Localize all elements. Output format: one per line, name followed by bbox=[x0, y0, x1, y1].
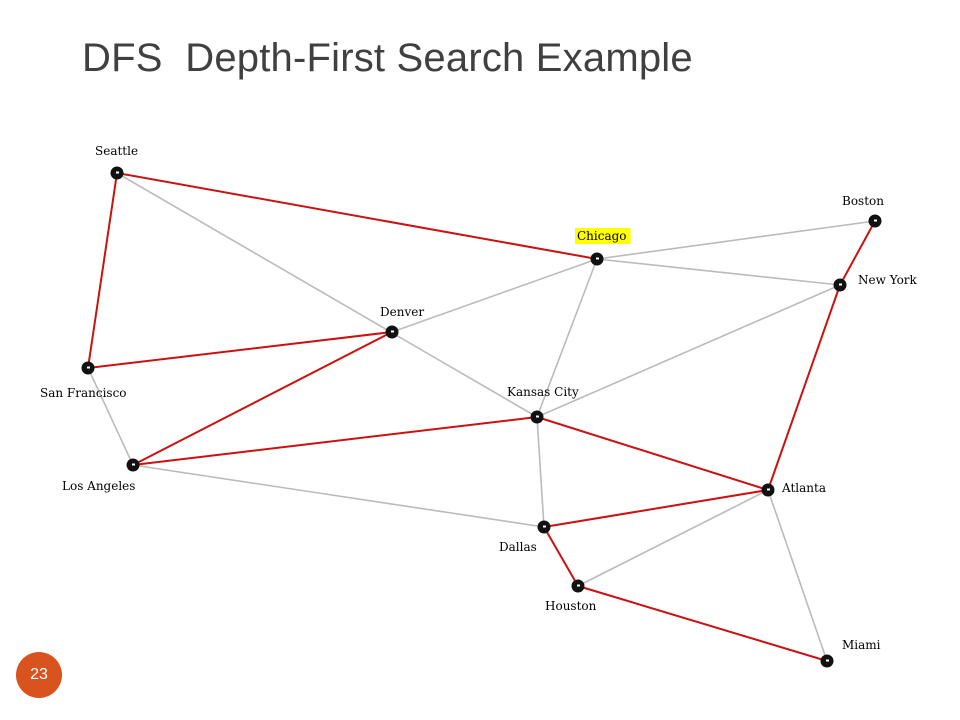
dfs-tree-edge-seattle-chicago bbox=[116, 172, 598, 260]
graph-edge-losangeles-dallas bbox=[132, 464, 545, 528]
graph-edge-chicago-boston bbox=[596, 220, 876, 260]
node-marker-losangeles bbox=[132, 463, 135, 466]
dfs-tree-edge-boston-newyork bbox=[839, 220, 876, 286]
dfs-tree-edge-kansascity-atlanta bbox=[536, 416, 769, 491]
dfs-tree-edge-sanfrancisco-denver bbox=[87, 331, 393, 369]
node-marker-atlanta bbox=[767, 488, 770, 491]
graph-edge-chicago-newyork bbox=[596, 258, 841, 286]
highlight-chicago bbox=[575, 228, 631, 244]
dfs-tree-edge-atlanta-dallas bbox=[543, 489, 769, 528]
node-label-boston: Boston bbox=[842, 194, 884, 208]
node-marker-chicago bbox=[596, 257, 599, 260]
node-label-losangeles: Los Angeles bbox=[62, 479, 135, 493]
slide-title: DFS Depth-First Search Example bbox=[82, 36, 693, 80]
graph-edge-atlanta-houston bbox=[577, 489, 769, 587]
node-label-atlanta: Atlanta bbox=[781, 481, 826, 495]
node-marker-miami bbox=[826, 659, 829, 662]
node-label-seattle: Seattle bbox=[95, 144, 138, 158]
dfs-tree-edge-denver-losangeles bbox=[132, 331, 393, 466]
graph-edge-chicago-denver bbox=[391, 258, 598, 333]
graph-edge-newyork-kansascity bbox=[536, 284, 841, 418]
edge-layer bbox=[87, 172, 876, 662]
page-number-badge: 23 bbox=[16, 652, 62, 698]
node-label-dallas: Dallas bbox=[499, 540, 537, 554]
dfs-tree-edge-dallas-houston bbox=[543, 526, 579, 587]
dfs-tree-edge-houston-miami bbox=[577, 585, 828, 662]
node-marker-seattle bbox=[116, 171, 119, 174]
node-layer bbox=[81, 166, 882, 668]
node-label-kansascity: Kansas City bbox=[507, 385, 579, 399]
graph-edge-atlanta-miami bbox=[767, 489, 828, 662]
node-marker-boston bbox=[874, 219, 877, 222]
node-marker-kansascity bbox=[536, 415, 539, 418]
graph-edge-seattle-kansascity bbox=[116, 172, 538, 418]
node-marker-dallas bbox=[543, 525, 546, 528]
node-label-newyork: New York bbox=[858, 273, 918, 287]
node-marker-sanfrancisco bbox=[87, 366, 90, 369]
dfs-tree-edge-losangeles-kansascity bbox=[132, 416, 538, 466]
dfs-tree-edge-newyork-atlanta bbox=[767, 284, 841, 491]
node-marker-denver bbox=[391, 330, 394, 333]
graph-edge-kansascity-dallas bbox=[536, 416, 545, 528]
node-label-sanfrancisco: San Francisco bbox=[40, 386, 127, 400]
node-label-houston: Houston bbox=[545, 599, 597, 613]
graph-edge-sanfrancisco-losangeles bbox=[87, 367, 134, 466]
dfs-tree-edge-seattle-sanfrancisco bbox=[87, 172, 118, 369]
graph-edge-chicago-kansascity bbox=[536, 258, 598, 418]
node-marker-newyork bbox=[839, 283, 842, 286]
node-label-denver: Denver bbox=[380, 305, 424, 319]
node-marker-houston bbox=[577, 584, 580, 587]
node-label-chicago: Chicago bbox=[577, 229, 627, 243]
node-label-miami: Miami bbox=[842, 638, 881, 652]
